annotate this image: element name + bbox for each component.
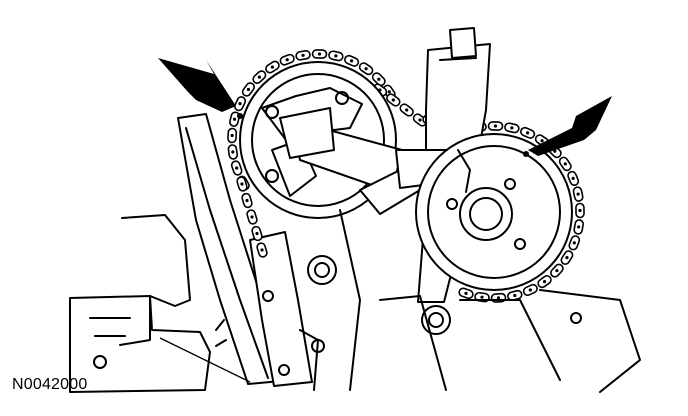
chain-pin bbox=[565, 255, 569, 260]
callout-arrow-right bbox=[528, 96, 612, 156]
chain-pin bbox=[513, 293, 517, 298]
chain-pin bbox=[250, 215, 254, 219]
chain-pin bbox=[260, 248, 264, 252]
chain-pin bbox=[528, 288, 532, 292]
chain-pin bbox=[493, 124, 498, 128]
chain-pin bbox=[571, 176, 575, 180]
chain-pin bbox=[270, 65, 275, 69]
chain-pin bbox=[317, 52, 322, 56]
chain-pin bbox=[405, 108, 409, 112]
chain-pin bbox=[555, 269, 559, 273]
chain-pin bbox=[232, 117, 237, 121]
chain-pin bbox=[246, 87, 251, 92]
chain-pin bbox=[572, 241, 576, 245]
chain-pin bbox=[496, 296, 501, 300]
chain-pin bbox=[526, 131, 530, 135]
chain-pin bbox=[257, 75, 261, 79]
idler-and-lower-parts bbox=[215, 209, 641, 393]
chain-pin bbox=[245, 198, 249, 203]
chain-pin bbox=[387, 90, 391, 94]
chain-pin bbox=[418, 118, 422, 122]
chain-pin bbox=[364, 67, 368, 71]
chain-pin bbox=[391, 98, 395, 102]
chain-pin bbox=[578, 208, 582, 213]
callout-arrow-left bbox=[158, 58, 236, 112]
chain-pin bbox=[464, 291, 468, 295]
chain-pin bbox=[540, 139, 544, 143]
chain-pin bbox=[510, 126, 514, 130]
timing-chain-left bbox=[227, 49, 428, 258]
chain-pin bbox=[480, 295, 484, 299]
chain-pin bbox=[255, 231, 259, 236]
chain-pin bbox=[235, 166, 239, 170]
chain-pin bbox=[377, 77, 381, 81]
chain-pin bbox=[238, 102, 242, 106]
chain-pin bbox=[285, 58, 289, 62]
chain-tensioner-arm bbox=[249, 231, 313, 387]
chain-pin bbox=[240, 182, 244, 186]
engine-block-left bbox=[69, 214, 211, 393]
leader-line bbox=[159, 337, 251, 383]
chain-pin bbox=[577, 225, 581, 229]
chain-pin bbox=[334, 54, 338, 58]
chain-pin bbox=[542, 279, 547, 284]
chain-pin bbox=[350, 59, 354, 63]
chain-pin bbox=[230, 133, 234, 138]
chain-pin bbox=[231, 150, 235, 154]
camshaft-holding-tool bbox=[279, 107, 403, 193]
chain-pin bbox=[301, 53, 305, 57]
chain-pin bbox=[563, 162, 567, 166]
chain-pin bbox=[576, 192, 580, 196]
right-camshaft-sprocket bbox=[415, 133, 573, 291]
figure-id-label: N0042000 bbox=[12, 376, 88, 393]
